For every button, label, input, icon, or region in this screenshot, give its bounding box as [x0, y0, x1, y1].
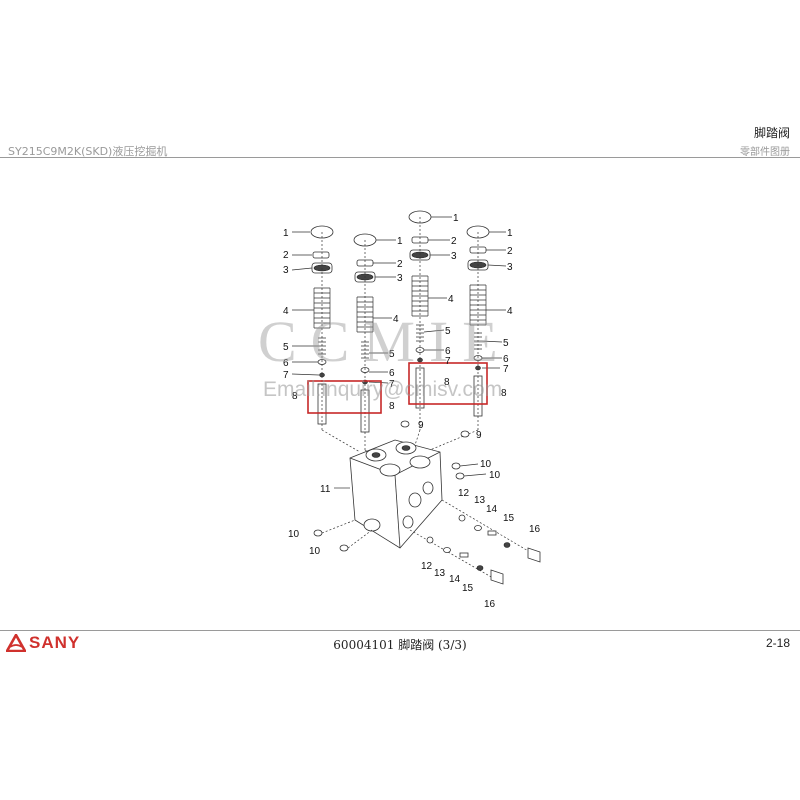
callout-4: 4	[393, 314, 399, 325]
check-valve-assembly-lower	[409, 529, 504, 585]
callout-8: 8	[444, 377, 450, 388]
part-10-plug-a	[451, 462, 461, 470]
valve-column-c	[408, 210, 432, 430]
callout-2: 2	[451, 236, 457, 247]
callout-15: 15	[503, 513, 515, 524]
callout-2: 2	[283, 250, 289, 261]
check-valve-assembly-upper	[441, 499, 541, 563]
part-2-ring-a	[312, 251, 330, 259]
callout-4: 4	[507, 306, 513, 317]
section-title: 脚踏阀	[753, 126, 790, 140]
sany-logo: SANY	[6, 632, 80, 654]
callout-3: 3	[507, 262, 513, 273]
valve-column-a	[310, 225, 334, 430]
callout-7: 7	[389, 379, 395, 390]
header-divider	[0, 157, 800, 158]
footer-divider	[0, 630, 800, 631]
leader-lines	[291, 216, 507, 489]
callout-9: 9	[476, 430, 482, 441]
part-9-plug-a	[400, 420, 410, 428]
callout-1: 1	[283, 228, 289, 239]
callout-4: 4	[283, 306, 289, 317]
part-9-plug-b	[460, 430, 470, 438]
callout-8: 8	[389, 401, 395, 412]
callout-10: 10	[480, 459, 492, 470]
page-number: 2-18	[765, 636, 790, 650]
part-11-valve-body	[349, 439, 443, 549]
callout-16: 16	[529, 524, 541, 535]
callout-6: 6	[503, 354, 509, 365]
part-10-plug-b	[455, 472, 465, 480]
callout-15: 15	[462, 583, 474, 594]
callout-9: 9	[418, 420, 424, 431]
callout-13: 13	[474, 495, 486, 506]
callout-3: 3	[451, 251, 457, 262]
valve-column-b	[353, 233, 377, 450]
callout-5: 5	[389, 349, 395, 360]
callout-6: 6	[389, 368, 395, 379]
callout-7: 7	[503, 364, 509, 375]
callout-1: 1	[507, 228, 513, 239]
watermark-brand: CCMIE	[258, 309, 512, 374]
callout-7: 7	[445, 356, 451, 367]
callout-1: 1	[453, 213, 459, 224]
callout-10: 10	[288, 529, 300, 540]
document-reference: 60004101 脚踏阀 (3/3)	[333, 638, 467, 652]
callout-1: 1	[397, 236, 403, 247]
callout-6: 6	[283, 358, 289, 369]
callout-3: 3	[397, 273, 403, 284]
callout-8: 8	[501, 388, 507, 399]
callout-3: 3	[283, 265, 289, 276]
callout-5: 5	[283, 342, 289, 353]
catalog-label: 零部件图册	[740, 147, 790, 158]
callout-12: 12	[458, 488, 470, 499]
highlight-box-left	[307, 380, 382, 414]
callout-10: 10	[489, 470, 501, 481]
callout-2: 2	[397, 259, 403, 270]
part-10-plug-d	[339, 544, 349, 552]
sany-logo-text: SANY	[29, 633, 81, 652]
watermark-email: Email:inquiry@cmisv.com	[263, 378, 503, 401]
callout-14: 14	[486, 504, 498, 515]
callout-8: 8	[292, 391, 298, 402]
highlight-box-right	[408, 362, 488, 405]
callout-7: 7	[283, 370, 289, 381]
callout-5: 5	[503, 338, 509, 349]
callout-16: 16	[484, 599, 496, 610]
part-10-plug-c	[313, 529, 323, 537]
sany-triangle-icon	[6, 634, 26, 652]
part-8-spool-c	[415, 367, 425, 409]
callout-13: 13	[434, 568, 446, 579]
callout-11: 11	[320, 484, 331, 495]
callout-5: 5	[445, 326, 451, 337]
callout-10: 10	[309, 546, 321, 557]
valve-column-d	[466, 225, 490, 430]
callout-12: 12	[421, 561, 433, 572]
callout-numbers: 1 2 3 4 5 6 7 8 1 2 3 4 5 6 7 8 1 2 3 4 …	[283, 213, 541, 610]
callout-14: 14	[449, 574, 461, 585]
machine-model-label: SY215C9M2K(SKD)液压挖掘机	[8, 145, 168, 158]
callout-2: 2	[507, 246, 513, 257]
callout-4: 4	[448, 294, 454, 305]
callout-6: 6	[445, 346, 451, 357]
